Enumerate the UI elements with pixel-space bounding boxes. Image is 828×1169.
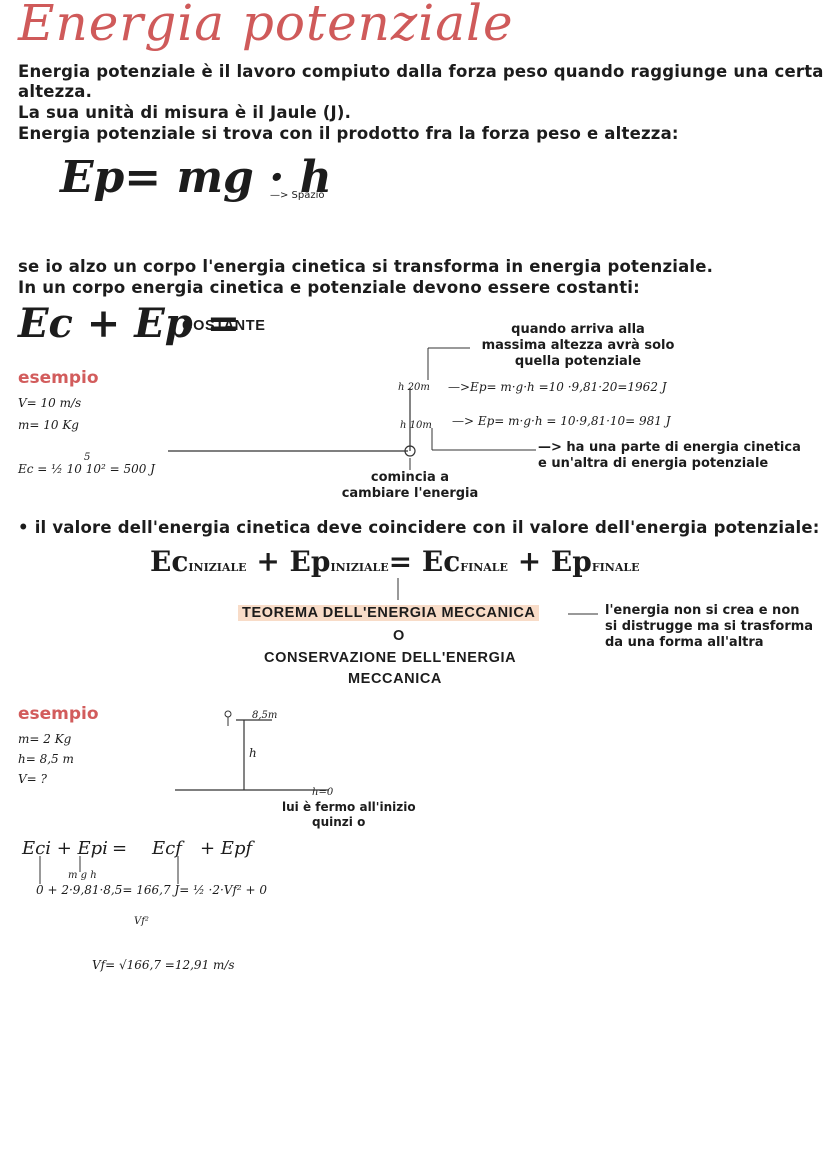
eq2-left: Eci + Epi xyxy=(22,838,108,859)
intro-line-1: Energia potenziale è il lavoro compiuto … xyxy=(18,62,824,81)
example2-v: V= ? xyxy=(18,772,47,786)
eq2-result: Vf= √166,7 =12,91 m/s xyxy=(92,958,235,972)
epf-sub: FINALE xyxy=(591,561,640,574)
theorem-or: O xyxy=(393,628,405,644)
example1-h20: h 20m xyxy=(398,382,430,393)
example1-label: esempio xyxy=(18,368,99,388)
eq2-calc: 0 + 2·9,81·8,5= 166,7 J= ½ ·2·Vf² + 0 xyxy=(36,883,268,897)
epi-sub: INIZIALE xyxy=(330,561,389,574)
eq2-ecf: Ecf xyxy=(152,838,182,859)
example1-side-note: —> ha una parte di energia cinetica e un… xyxy=(538,440,801,471)
theorem-alt-2: MECCANICA xyxy=(348,671,443,687)
ecf-term: Ec xyxy=(421,545,461,578)
example1-ep10: —> Ep= m·g·h = 10·9,81·10= 981 J xyxy=(452,414,671,428)
example2-top: 8,5m xyxy=(252,710,278,721)
example1-m: m= 10 Kg xyxy=(18,418,79,432)
example1-ep20: —>Ep= m·g·h =10 ·9,81·20=1962 J xyxy=(448,380,667,394)
person-figure xyxy=(224,710,232,718)
formula-conservation: EcINIZIALE + EpINIZIALE= EcFINALE + EpFI… xyxy=(150,545,640,578)
eq2-equals: = xyxy=(112,838,128,859)
costante-label: COSTANTE xyxy=(182,318,266,334)
theorem-alt-1: CONSERVAZIONE DELL'ENERGIA xyxy=(264,650,517,666)
formula-ep-note: —> Spazio xyxy=(270,190,325,201)
formula-ep: Ep= mg · h xyxy=(60,152,332,203)
example1-v: V= 10 m/s xyxy=(18,396,82,410)
example2-note-2: quinzi o xyxy=(312,815,366,829)
epf-term: Ep xyxy=(550,545,592,578)
eq2-vf2: Vf² xyxy=(134,916,149,927)
example2-m: m= 2 Kg xyxy=(18,732,72,746)
page-title: Energia potenziale xyxy=(18,0,514,52)
example2-h-label: h xyxy=(249,746,257,760)
ecf-sub: FINALE xyxy=(460,561,508,574)
example2-h: h= 8,5 m xyxy=(18,752,74,766)
eci-term: Ec xyxy=(150,545,189,578)
para2-line-2: In un corpo energia cinetica e potenzial… xyxy=(18,278,640,297)
example1-ec-small: 5 xyxy=(84,452,91,463)
theorem-note: l'energia non si crea e non si distrugge… xyxy=(605,603,814,650)
example1-h10: h 10m xyxy=(400,420,432,431)
equals: = xyxy=(388,545,413,578)
example1-top-note: quando arriva alla massima altezza avrà … xyxy=(481,322,675,369)
eci-sub: INIZIALE xyxy=(188,561,247,574)
plus-1: + xyxy=(256,545,280,578)
example2-h0: h=0 xyxy=(312,787,334,798)
eq2-epf: + Epf xyxy=(200,838,253,859)
formula-ec-ep: Ec + Ep = xyxy=(18,300,241,347)
example2-label: esempio xyxy=(18,704,99,724)
plus-2: + xyxy=(517,545,542,578)
intro-line-2: altezza. xyxy=(18,82,93,101)
example2-note-1: lui è fermo all'inizio xyxy=(282,800,416,814)
intro-line-3: La sua unità di misura è il Jaule (J). xyxy=(18,103,352,122)
eq2-mgh: m g h xyxy=(68,870,97,881)
bullet-text: • il valore dell'energia cinetica deve c… xyxy=(18,518,820,537)
theorem-highlight: TEOREMA DELL'ENERGIA MECCANICA xyxy=(238,605,540,621)
example1-start-note: comincia a cambiare l'energia xyxy=(341,470,479,501)
intro-line-4: Energia potenziale si trova con il prodo… xyxy=(18,124,679,143)
theorem-name: TEOREMA DELL'ENERGIA MECCANICA xyxy=(238,605,540,621)
para2-line-1: se io alzo un corpo l'energia cinetica s… xyxy=(18,257,714,276)
example1-ec: Ec = ½ 10 10² = 500 J xyxy=(18,462,155,476)
body-marker xyxy=(404,445,416,457)
epi-term: Ep xyxy=(289,545,331,578)
